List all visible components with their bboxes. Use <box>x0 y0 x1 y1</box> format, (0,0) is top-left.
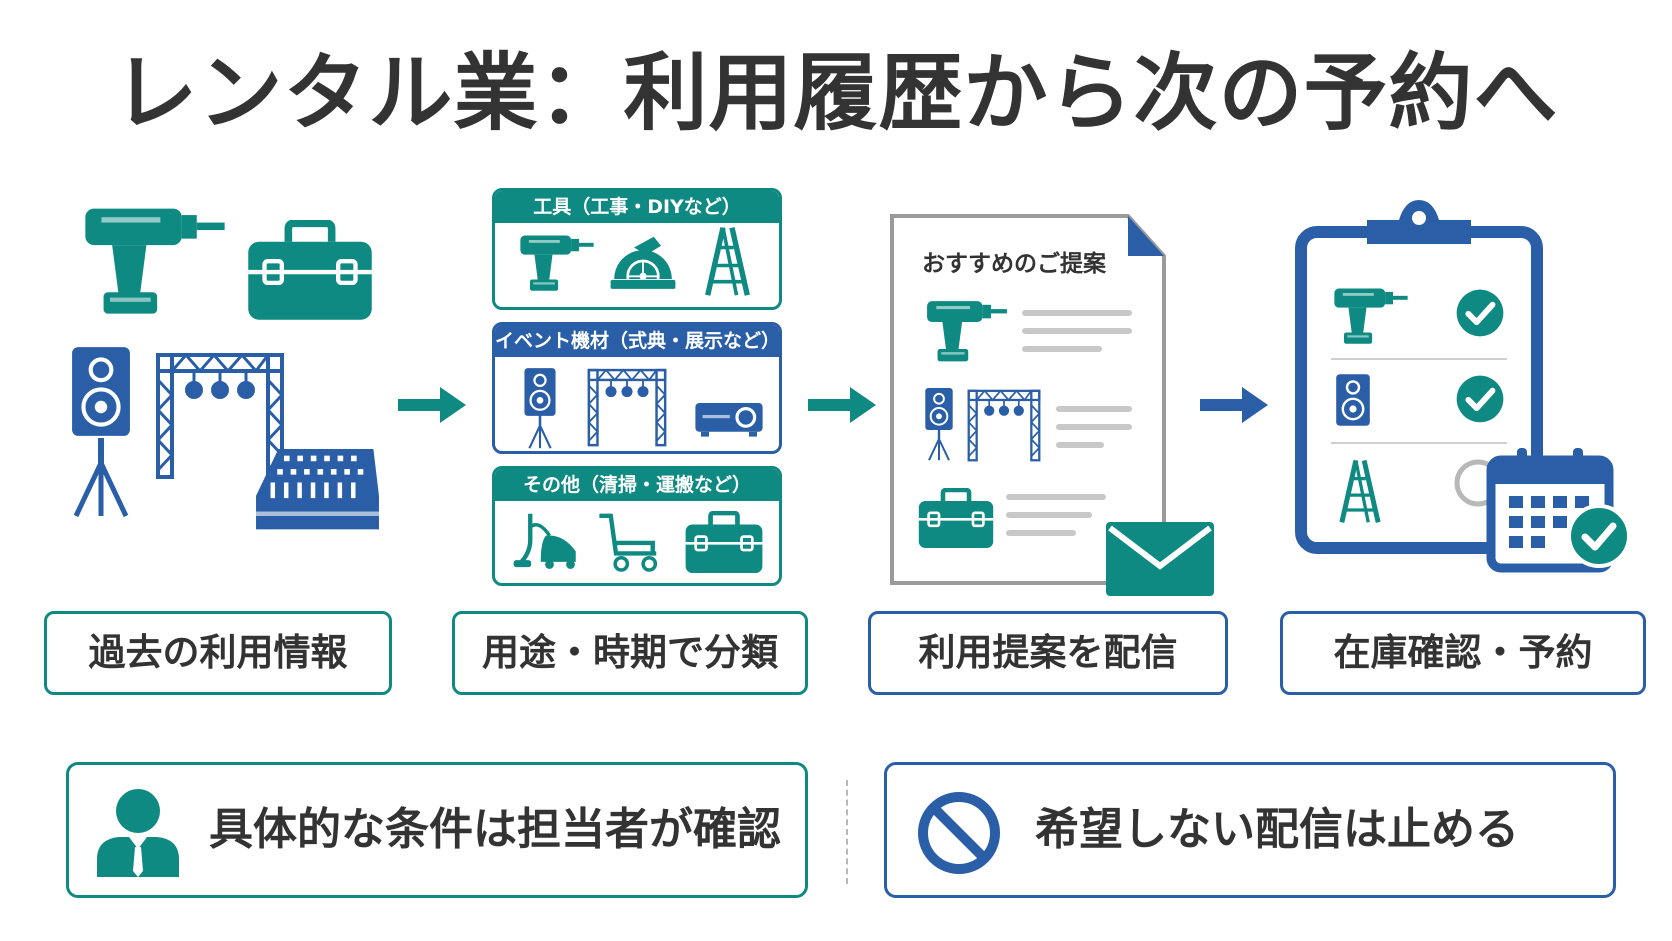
tripod-icon <box>525 415 555 449</box>
category-label: その他（清掃・運搬など） <box>495 469 779 501</box>
tripod-icon <box>925 429 953 461</box>
prohibited-icon <box>918 792 1000 874</box>
toolbox-icon <box>916 488 996 550</box>
ladder-icon <box>1335 458 1385 524</box>
circular-saw-icon <box>607 229 679 293</box>
reservation-clipboard <box>1295 196 1640 596</box>
toolbox-icon <box>683 511 765 575</box>
past-usage-illustration <box>60 190 390 540</box>
stage-stock-reservation: 在庫確認・予約 <box>1280 611 1646 695</box>
tripod-icon <box>71 438 131 518</box>
arrow-right-icon <box>1200 385 1270 425</box>
drill-icon <box>1331 284 1411 346</box>
stage-past-usage: 過去の利用情報 <box>44 611 392 695</box>
vacuum-icon <box>511 509 581 571</box>
category-box-tools: 工具（工事・DIYなど） <box>492 188 782 310</box>
note-text: 具体的な条件は担当者が確認 <box>209 804 781 855</box>
arrow-right-icon <box>398 385 468 425</box>
stage-classify: 用途・時期で分類 <box>452 611 808 695</box>
proposal-heading: おすすめのご提案 <box>922 251 1106 277</box>
drill-icon <box>80 200 230 318</box>
speaker-icon <box>70 345 132 438</box>
note-text: 希望しない配信は止める <box>1035 804 1519 855</box>
speaker-icon <box>523 367 557 417</box>
arrow-right-icon <box>808 385 878 425</box>
check-circle-icon <box>1455 288 1505 338</box>
note-stop-delivery: 希望しない配信は止める <box>884 762 1616 898</box>
drill-icon <box>924 296 1010 364</box>
speaker-icon <box>924 387 954 431</box>
category-label: イベント機材（式典・展示など） <box>495 325 779 357</box>
envelope-icon <box>1106 522 1214 596</box>
category-label: 工具（工事・DIYなど） <box>495 191 779 223</box>
projector-icon <box>693 399 765 439</box>
speaker-icon <box>1335 372 1371 428</box>
truss-lights-icon <box>962 388 1046 462</box>
person-icon <box>97 789 179 877</box>
divider <box>846 780 848 884</box>
page-title: レンタル業：利用履歴から次の予約へ <box>113 44 1559 142</box>
ladder-icon <box>700 225 755 297</box>
toolbox-icon <box>245 220 375 323</box>
calendar-check-icon <box>1486 448 1631 573</box>
proposal-document: おすすめのご提案 <box>888 212 1218 602</box>
category-box-event: イベント機材（式典・展示など） <box>492 322 782 454</box>
note-staff-confirm: 具体的な条件は担当者が確認 <box>66 762 808 898</box>
category-box-other: その他（清掃・運搬など） <box>492 466 782 586</box>
cart-icon <box>595 511 665 573</box>
mixer-icon <box>250 440 385 535</box>
stage-send-proposal: 利用提案を配信 <box>868 611 1228 695</box>
drill-icon <box>517 231 597 293</box>
truss-lights-icon <box>579 367 675 447</box>
check-circle-icon <box>1455 374 1505 424</box>
